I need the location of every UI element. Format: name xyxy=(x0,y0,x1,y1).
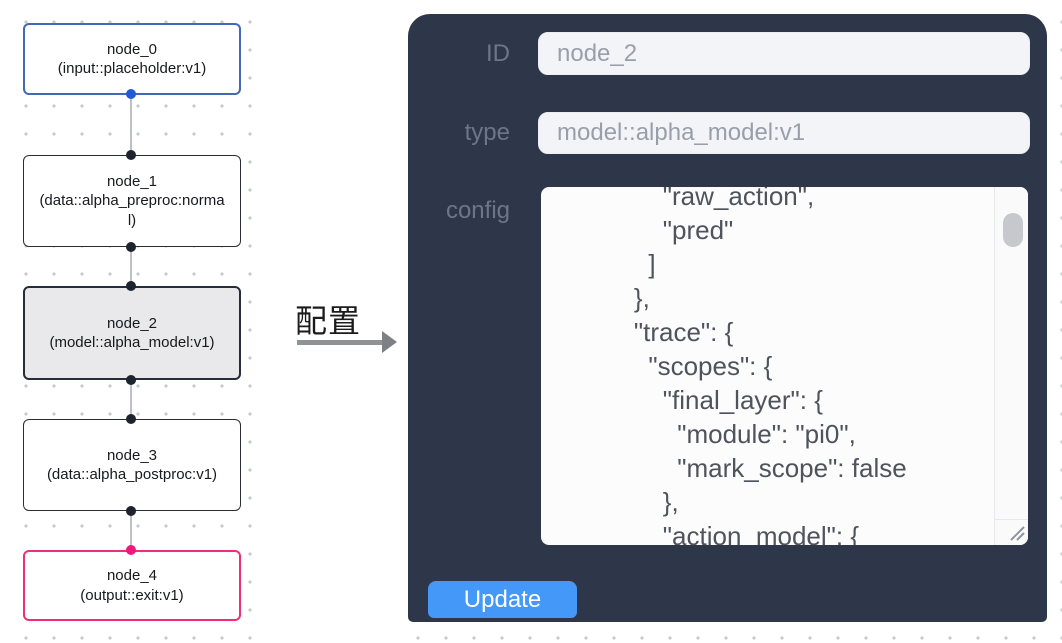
config-json-text: "raw_action", "pred" ] }, "trace": { "sc… xyxy=(633,187,907,545)
port-node0-output[interactable] xyxy=(126,89,136,99)
type-input-value: model::alpha_model:v1 xyxy=(557,119,806,146)
node-type: (input::placeholder:v1) xyxy=(57,60,207,77)
port-node2-output[interactable] xyxy=(126,375,136,385)
node-type: (data::alpha_preproc:normal) xyxy=(39,192,225,229)
type-input[interactable]: model::alpha_model:v1 xyxy=(538,112,1030,154)
node-label: node_1 xyxy=(106,172,158,190)
node-config-panel: ID node_2 type model::alpha_model:v1 con… xyxy=(408,14,1047,622)
edge-node3-node4 xyxy=(130,511,132,550)
port-node4-input[interactable] xyxy=(126,545,136,555)
node-label: node_3 xyxy=(106,446,158,464)
background-gap xyxy=(272,0,396,643)
graph-node-node_0[interactable]: node_0 (input::placeholder:v1) xyxy=(23,23,241,95)
port-node1-output[interactable] xyxy=(126,242,136,252)
node-type: (output::exit:v1) xyxy=(80,586,184,604)
edge-node2-node3 xyxy=(130,380,132,419)
arrow-head-icon xyxy=(382,331,397,353)
configure-annotation-label: 配置 xyxy=(295,303,362,339)
resize-handle-icon[interactable] xyxy=(1005,525,1025,541)
graph-node-node_1[interactable]: node_1 (data::alpha_preproc:normal) xyxy=(23,155,241,247)
edge-node0-node1 xyxy=(130,94,132,155)
config-textarea[interactable]: "raw_action", "pred" ] }, "trace": { "sc… xyxy=(541,187,1028,545)
update-button[interactable]: Update xyxy=(428,581,577,618)
id-input[interactable]: node_2 xyxy=(538,32,1030,75)
graph-node-node_4[interactable]: node_4 (output::exit:v1) xyxy=(23,550,241,621)
port-node2-input[interactable] xyxy=(126,281,136,291)
graph-node-node_3[interactable]: node_3 (data::alpha_postproc:v1) xyxy=(23,419,241,511)
arrow-icon xyxy=(297,340,382,345)
id-input-value: node_2 xyxy=(557,39,638,67)
type-field-label: type xyxy=(464,119,510,146)
graph-node-node_2-selected[interactable]: node_2 (model::alpha_model:v1) xyxy=(23,286,241,380)
update-button-label: Update xyxy=(463,585,542,613)
port-node3-output[interactable] xyxy=(126,506,136,516)
node-label: node_2 xyxy=(106,314,158,332)
port-node1-input[interactable] xyxy=(126,150,136,160)
node-label: node_4 xyxy=(106,567,158,584)
config-field-label: config xyxy=(445,197,510,224)
id-field-label: ID xyxy=(486,40,510,67)
edge-node1-node2 xyxy=(130,247,132,286)
port-node3-input[interactable] xyxy=(126,414,136,424)
node-type: (model::alpha_model:v1) xyxy=(49,334,215,351)
scrollbar-thumb[interactable] xyxy=(1003,213,1023,247)
scrollbar-divider xyxy=(994,519,1028,520)
node-type: (data::alpha_postproc:v1) xyxy=(46,466,218,483)
node-label: node_0 xyxy=(106,40,158,58)
